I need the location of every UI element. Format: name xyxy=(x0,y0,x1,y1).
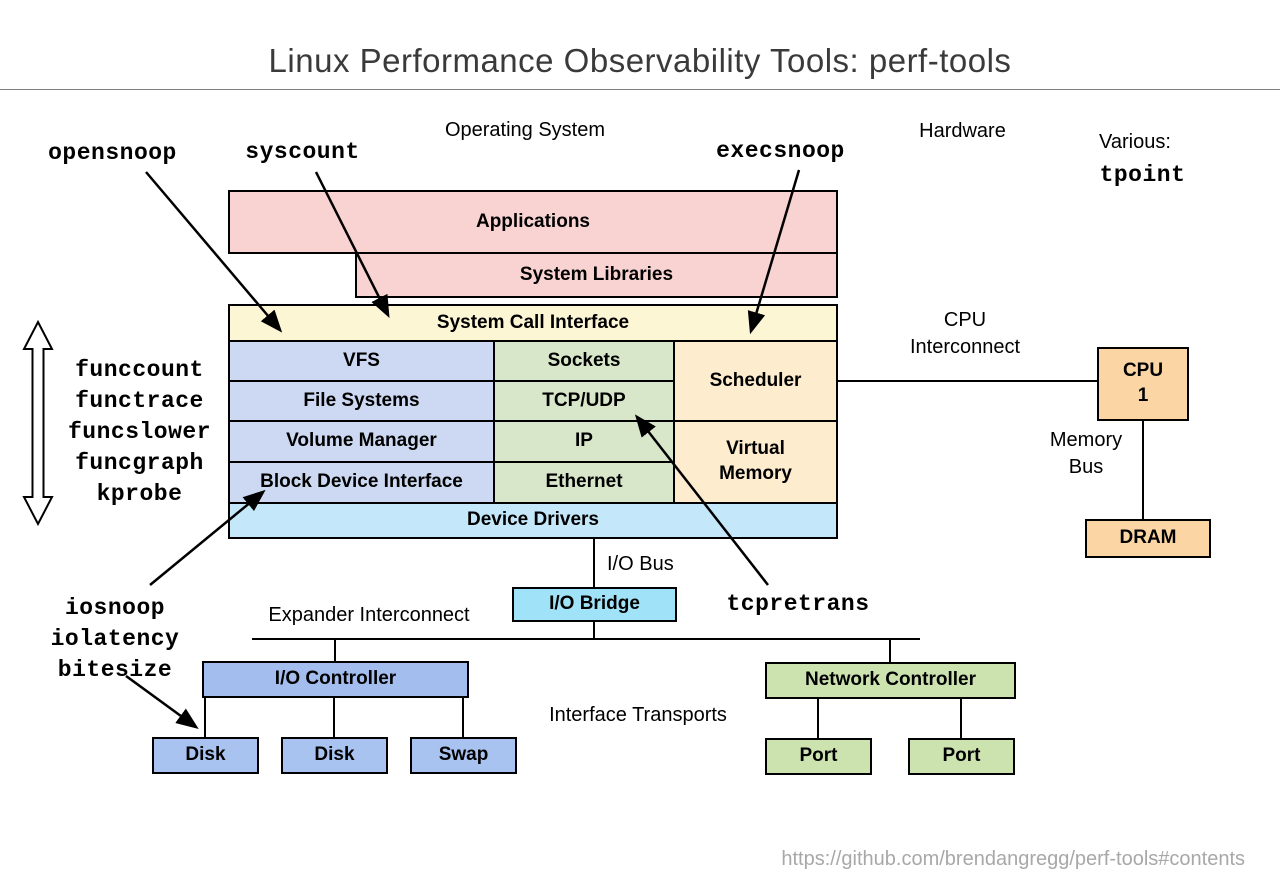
page-title: Linux Performance Observability Tools: p… xyxy=(268,42,1012,79)
tool-bitesize: bitesize xyxy=(57,657,173,683)
applications-box: Applications xyxy=(228,190,838,254)
port2-box: Port xyxy=(908,738,1015,775)
various-label: Various: xyxy=(1099,131,1171,153)
source-url: https://github.com/brendangregg/perf-too… xyxy=(781,848,1245,870)
tool-syscount: syscount xyxy=(245,139,360,165)
disk1-box: Disk xyxy=(152,737,259,774)
tool-group-func: funccount functrace funcslower funcgraph… xyxy=(52,355,227,510)
tool-kprobe: kprobe xyxy=(96,481,183,507)
expander-interconnect-label: Expander Interconnect xyxy=(268,604,470,626)
block-device-interface-box: Block Device Interface xyxy=(228,461,495,504)
tcp-udp-box: TCP/UDP xyxy=(493,380,675,422)
file-systems-box: File Systems xyxy=(228,380,495,422)
dram-box: DRAM xyxy=(1085,519,1211,558)
title-divider xyxy=(0,89,1280,90)
io-controller-box: I/O Controller xyxy=(202,661,469,698)
vfs-box: VFS xyxy=(228,340,495,382)
io-bridge-box: I/O Bridge xyxy=(512,587,677,622)
memory-bus-label: Memory Bus xyxy=(1049,429,1123,478)
operating-system-label: Operating System xyxy=(444,119,606,141)
tool-iolatency: iolatency xyxy=(50,626,180,652)
interface-transports-label: Interface Transports xyxy=(549,704,727,726)
tool-funcgraph: funcgraph xyxy=(75,450,204,476)
tool-funccount: funccount xyxy=(75,357,204,383)
virtual-memory-box: Virtual Memory xyxy=(673,420,838,504)
tool-iosnoop: iosnoop xyxy=(64,595,166,621)
cpu-interconnect-label: CPU Interconnect xyxy=(909,309,1021,358)
tool-tcpretrans: tcpretrans xyxy=(726,591,870,617)
ethernet-box: Ethernet xyxy=(493,461,675,504)
tool-group-io: iosnoop iolatency bitesize xyxy=(35,593,195,686)
scheduler-box: Scheduler xyxy=(673,340,838,422)
system-libraries-box: System Libraries xyxy=(355,252,838,298)
disk2-box: Disk xyxy=(281,737,388,774)
cpu-box: CPU 1 xyxy=(1097,347,1189,421)
system-call-interface-box: System Call Interface xyxy=(228,304,838,342)
device-drivers-box: Device Drivers xyxy=(228,502,838,539)
sockets-box: Sockets xyxy=(493,340,675,382)
volume-manager-box: Volume Manager xyxy=(228,420,495,463)
hardware-label: Hardware xyxy=(919,120,1006,142)
port1-box: Port xyxy=(765,738,872,775)
tool-opensnoop: opensnoop xyxy=(48,140,177,166)
io-bus-label: I/O Bus xyxy=(607,553,674,575)
ip-box: IP xyxy=(493,420,675,463)
tool-functrace: functrace xyxy=(75,388,204,414)
func-range-double-arrow-icon xyxy=(22,319,54,527)
tool-execsnoop: execsnoop xyxy=(716,138,845,164)
network-controller-box: Network Controller xyxy=(765,662,1016,699)
tool-funcslower: funcslower xyxy=(67,419,212,445)
tool-tpoint: tpoint xyxy=(1099,162,1186,188)
swap-box: Swap xyxy=(410,737,517,774)
